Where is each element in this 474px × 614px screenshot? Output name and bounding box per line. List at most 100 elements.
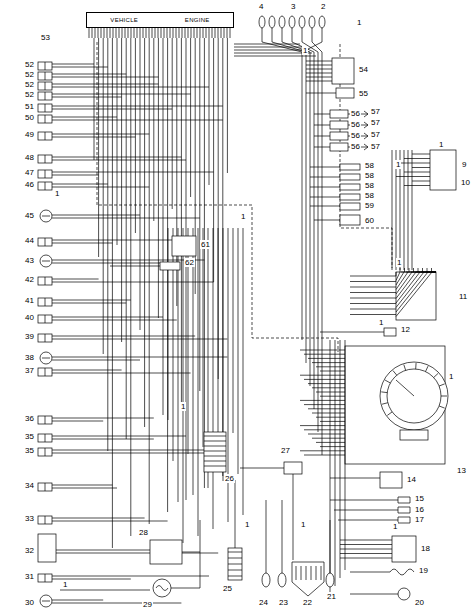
callout-number: 15 bbox=[414, 494, 425, 503]
generator-mark bbox=[156, 586, 168, 591]
callout-number: 53 bbox=[40, 33, 51, 42]
wire bbox=[52, 600, 103, 601]
wire bbox=[52, 243, 112, 244]
callout-number: 52 bbox=[24, 80, 35, 89]
relay bbox=[172, 236, 196, 256]
callout-number: 56 bbox=[350, 131, 361, 140]
wire bbox=[52, 106, 223, 107]
wire bbox=[412, 181, 430, 182]
callout-number: 56 bbox=[350, 142, 361, 151]
section-label: ENGINE bbox=[185, 17, 210, 23]
wire bbox=[320, 421, 345, 422]
callout-number: 16 bbox=[414, 505, 425, 514]
wire bbox=[52, 74, 126, 75]
connector bbox=[38, 516, 52, 524]
wire bbox=[52, 282, 214, 283]
connector bbox=[38, 368, 52, 376]
pin bbox=[228, 576, 242, 577]
pin bbox=[45, 277, 46, 285]
bus-wire bbox=[140, 38, 141, 330]
needle bbox=[396, 380, 414, 396]
pin bbox=[204, 461, 226, 462]
wire bbox=[314, 220, 340, 221]
wire bbox=[200, 520, 201, 588]
regulator bbox=[150, 540, 182, 564]
connector bbox=[38, 238, 52, 246]
wire bbox=[52, 137, 135, 138]
bus-wire bbox=[193, 228, 194, 495]
wire bbox=[304, 455, 345, 456]
wire bbox=[52, 215, 140, 216]
pin bbox=[185, 28, 186, 38]
callout-number: 58 bbox=[364, 161, 375, 170]
pin bbox=[119, 28, 120, 38]
pin bbox=[164, 28, 165, 38]
wire bbox=[52, 336, 195, 337]
bus-wire bbox=[243, 228, 244, 515]
bus-wire bbox=[112, 38, 113, 548]
pin bbox=[45, 62, 46, 70]
wire bbox=[52, 279, 99, 280]
connector bbox=[38, 574, 52, 582]
bus-wire bbox=[322, 52, 323, 455]
pin bbox=[45, 516, 46, 524]
bus-wire bbox=[98, 38, 99, 257]
connector bbox=[430, 150, 456, 190]
wire bbox=[234, 50, 308, 51]
pin bbox=[89, 28, 90, 38]
wire bbox=[240, 468, 284, 469]
wire bbox=[300, 450, 345, 451]
callout-number: 24 bbox=[258, 598, 269, 607]
pin bbox=[228, 570, 242, 571]
wire bbox=[320, 396, 345, 397]
pin bbox=[110, 28, 111, 38]
callout-number: 18 bbox=[420, 544, 431, 553]
relay bbox=[330, 132, 348, 140]
bus-wire bbox=[302, 52, 303, 340]
pin bbox=[204, 436, 226, 437]
callout-number: 1 bbox=[62, 580, 68, 589]
pin bbox=[326, 77, 332, 78]
bus-wire bbox=[204, 38, 205, 488]
pickup-sensor bbox=[292, 562, 324, 596]
wire bbox=[52, 436, 186, 437]
wire bbox=[308, 434, 345, 435]
pin bbox=[228, 564, 242, 565]
plug-connector bbox=[279, 16, 285, 28]
wires bbox=[38, 16, 456, 607]
connector bbox=[38, 277, 52, 285]
wire bbox=[310, 206, 340, 207]
wire bbox=[60, 590, 150, 591]
wire bbox=[292, 28, 293, 42]
pin bbox=[45, 298, 46, 306]
pin bbox=[45, 315, 46, 323]
callout-number: 23 bbox=[278, 598, 289, 607]
pin bbox=[131, 28, 132, 38]
wire bbox=[314, 147, 330, 148]
bus-wire bbox=[199, 38, 200, 391]
pin bbox=[45, 115, 46, 123]
callout-number: 1 bbox=[54, 189, 60, 198]
wire bbox=[350, 287, 396, 288]
callout-number: 1 bbox=[395, 160, 401, 169]
wire bbox=[412, 154, 430, 155]
sensor-mark bbox=[42, 216, 50, 217]
pin bbox=[116, 28, 117, 38]
callout-number: 62 bbox=[184, 258, 195, 267]
wire bbox=[304, 404, 345, 405]
callout-number: 58 bbox=[364, 191, 375, 200]
callout-number: 1 bbox=[244, 520, 250, 529]
pin bbox=[167, 28, 168, 38]
relay bbox=[330, 143, 348, 151]
connector bbox=[396, 272, 436, 320]
wire bbox=[316, 442, 345, 443]
wire bbox=[52, 260, 204, 261]
wire bbox=[52, 439, 154, 440]
callout-number: 58 bbox=[364, 171, 375, 180]
callout-number: 29 bbox=[142, 600, 153, 609]
connector bbox=[38, 434, 52, 442]
pin bbox=[161, 28, 162, 38]
wire bbox=[300, 375, 345, 376]
wire bbox=[52, 187, 149, 188]
callout-number: 20 bbox=[414, 598, 425, 607]
